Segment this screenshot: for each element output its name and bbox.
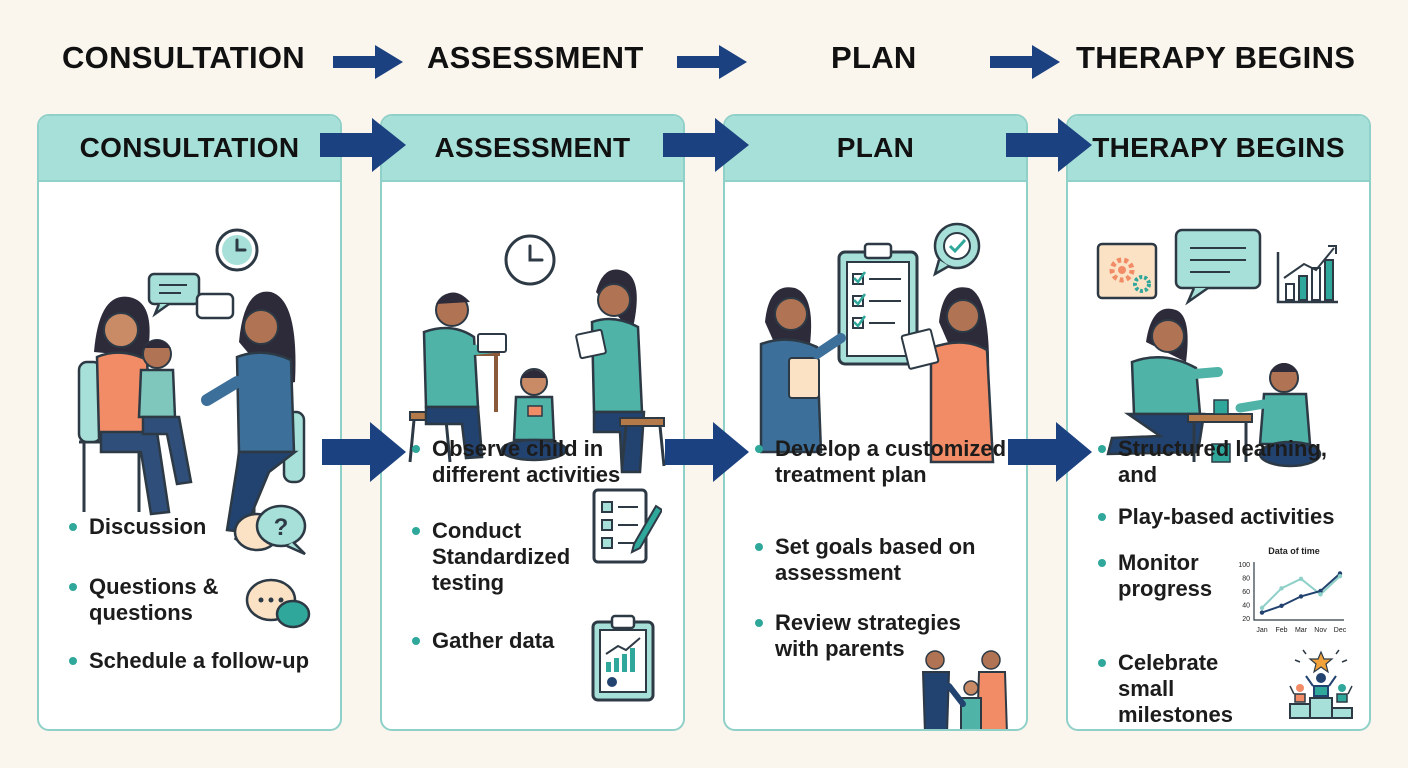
clock-icon (504, 234, 556, 286)
therapy-illustration (1096, 228, 1338, 468)
mini-chart-y-label: 60 (1242, 589, 1250, 596)
consultation-illustration (77, 228, 306, 541)
clipboard-checklist-icon (837, 242, 919, 366)
bullet-observe-child: Observe child in different activities (412, 436, 662, 488)
card-therapy-begins: THERAPY BEGINS (1066, 114, 1371, 731)
bullet-structured-learning: Structured learning, and (1098, 436, 1358, 488)
card-title: PLAN (725, 116, 1026, 182)
mini-chart-title: Data of time (1268, 546, 1320, 556)
bullet-questions: Questions & questions (69, 574, 229, 626)
mini-chart-x-label: Jan (1256, 627, 1267, 634)
card-title: ASSESSMENT (382, 116, 683, 182)
mini-chart-y-label: 40 (1242, 603, 1250, 610)
clipboard-chart-icon (591, 614, 655, 702)
message-icon (1174, 228, 1262, 306)
mini-chart-x-label: Feb (1275, 627, 1287, 634)
mini-chart-point (1259, 605, 1265, 611)
clock-icon (215, 228, 259, 272)
card-title: THERAPY BEGINS (1068, 116, 1369, 182)
mini-chart-point (1279, 603, 1284, 609)
assessment-illustration (408, 234, 666, 474)
top-arrow-3 (990, 45, 1060, 79)
bullet-conduct-testing: Conduct Standardized testing (412, 518, 602, 596)
plan-illustration (759, 222, 995, 464)
top-step-consultation: CONSULTATION (62, 40, 305, 75)
bar-chart-icon (1276, 245, 1338, 304)
top-arrow-1 (333, 45, 403, 79)
card-title: CONSULTATION (39, 116, 340, 182)
bullet-celebrate-milestones: Celebrate small milestones (1098, 650, 1278, 728)
mini-chart-point (1318, 588, 1323, 594)
mini-chart-x-label: Dec (1334, 627, 1347, 634)
bullet-monitor-progress: Monitor progress (1098, 550, 1228, 602)
mini-chart-x-label: Mar (1295, 627, 1308, 634)
check-bubble-icon (932, 222, 981, 277)
bullet-gather-data: Gather data (412, 628, 602, 654)
mini-chart-point (1298, 594, 1304, 599)
top-arrow-2 (677, 45, 747, 79)
bullet-set-goals: Set goals based on assessment (755, 534, 995, 586)
top-step-plan: PLAN (831, 40, 917, 75)
top-step-therapy-begins: THERAPY BEGINS (1076, 40, 1356, 75)
top-step-assessment: ASSESSMENT (427, 40, 644, 75)
mid-arrow-2 (665, 422, 749, 482)
chat-bubbles-icon (147, 272, 235, 320)
mini-chart-point (1337, 573, 1343, 579)
bullet-schedule-follow-up: Schedule a follow-up (69, 648, 329, 674)
svg-text:?: ? (274, 514, 289, 541)
family-icon (921, 650, 1008, 729)
line-chart-icon: Data of time 100 80 60 40 20 Jan Feb Mar Nov Dec (1238, 546, 1347, 634)
mini-chart-point (1259, 610, 1265, 615)
card-plan: PLAN Develop a cust (723, 114, 1028, 731)
mid-arrow-1 (322, 422, 406, 482)
mini-chart-y-label: 100 (1238, 562, 1250, 569)
mini-chart-y-label: 20 (1242, 616, 1250, 623)
gears-icon (1096, 242, 1158, 300)
card-consultation: CONSULTATION (37, 114, 342, 731)
mini-chart-point (1298, 576, 1304, 582)
card-assessment: ASSESSMENT Observe child in diffe (380, 114, 685, 731)
mini-chart-y-label: 80 (1242, 576, 1250, 583)
header-arrow-1 (320, 118, 406, 172)
bullet-discussion: Discussion (69, 514, 239, 540)
ellipsis-bubble-icon (245, 578, 311, 629)
question-bubble-icon: ? (233, 504, 307, 556)
mini-chart-point (1279, 586, 1284, 591)
checklist-pen-icon (592, 488, 662, 564)
bullet-play-based: Play-based activities (1098, 504, 1358, 530)
mini-chart-x-label: Nov (1314, 627, 1327, 634)
mini-chart-point (1318, 592, 1323, 597)
bullet-review-strategies: Review strategies with parents (755, 610, 975, 662)
header-arrow-3 (1006, 118, 1092, 172)
podium-icon (1289, 649, 1353, 719)
mid-arrow-3 (1008, 422, 1092, 482)
bullet-develop-plan: Develop a customized treatment plan (755, 436, 1015, 488)
header-arrow-2 (663, 118, 749, 172)
